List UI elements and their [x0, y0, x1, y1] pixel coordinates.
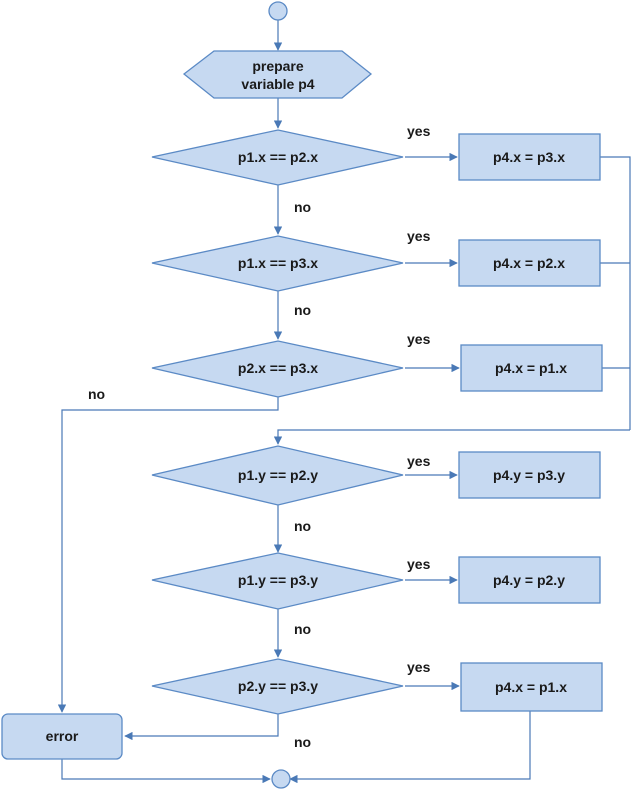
decision-d6-label: p2.y == p3.y — [238, 678, 318, 694]
prepare-line-1: prepare — [252, 58, 304, 74]
decision-d4: p1.y == p2.y — [151, 445, 404, 506]
edge-labels: yes yes yes yes yes yes no no no no no n… — [88, 123, 431, 750]
action-a3: p4.x = p1.x — [460, 344, 603, 392]
yes-label-d1: yes — [407, 123, 431, 139]
action-a2: p4.x = p2.x — [458, 239, 601, 287]
edge-bus-to-d4 — [273, 429, 630, 445]
decision-d3: p2.x == p3.x — [151, 340, 404, 398]
no-label-d2: no — [294, 302, 311, 318]
edge-a6-to-end — [289, 711, 531, 784]
no-label-d1: no — [294, 199, 311, 215]
action-a5-label: p4.y = p2.y — [493, 572, 565, 588]
decision-d5: p1.y == p3.y — [151, 552, 404, 610]
edge-a1-to-bus — [600, 156, 631, 430]
action-a2-label: p4.x = p2.x — [493, 255, 565, 271]
action-a5: p4.y = p2.y — [458, 556, 601, 604]
yes-label-d2: yes — [407, 228, 431, 244]
decision-d4-label: p1.y == p2.y — [238, 467, 318, 483]
error-label: error — [46, 728, 79, 744]
decision-d1: p1.x == p2.x — [151, 129, 404, 186]
error-node: error — [1, 713, 123, 760]
action-a1-label: p4.x = p3.x — [493, 149, 565, 165]
yes-label-d6: yes — [407, 659, 431, 675]
decision-d5-label: p1.y == p3.y — [238, 572, 318, 588]
edges — [57, 20, 631, 784]
decision-d1-label: p1.x == p2.x — [238, 149, 318, 165]
yes-label-d5: yes — [407, 556, 431, 572]
yes-label-d4: yes — [407, 453, 431, 469]
action-a4: p4.y = p3.y — [458, 451, 601, 499]
edge-error-to-end — [61, 759, 271, 784]
edge-d6-to-error — [124, 714, 279, 741]
decision-d2-label: p1.x == p3.x — [238, 255, 318, 271]
yes-label-d3: yes — [407, 331, 431, 347]
action-a6: p4.x = p1.x — [460, 662, 603, 712]
action-a6-label: p4.x = p1.x — [495, 679, 567, 695]
action-a3-label: p4.x = p1.x — [495, 360, 567, 376]
no-label-d4: no — [294, 518, 311, 534]
prepare-line-2: variable p4 — [241, 76, 314, 92]
no-label-d5: no — [294, 621, 311, 637]
decision-d2: p1.x == p3.x — [151, 235, 404, 292]
prepare-node: prepare variable p4 — [182, 50, 373, 99]
no-label-d6: no — [294, 734, 311, 750]
edge-d3-to-error — [57, 397, 279, 713]
decision-d3-label: p2.x == p3.x — [238, 360, 318, 376]
start-node — [268, 1, 288, 21]
action-a1: p4.x = p3.x — [458, 133, 601, 181]
action-a4-label: p4.y = p3.y — [493, 467, 565, 483]
no-label-d3: no — [88, 386, 105, 402]
end-node — [271, 769, 291, 789]
decision-d6: p2.y == p3.y — [151, 658, 404, 715]
